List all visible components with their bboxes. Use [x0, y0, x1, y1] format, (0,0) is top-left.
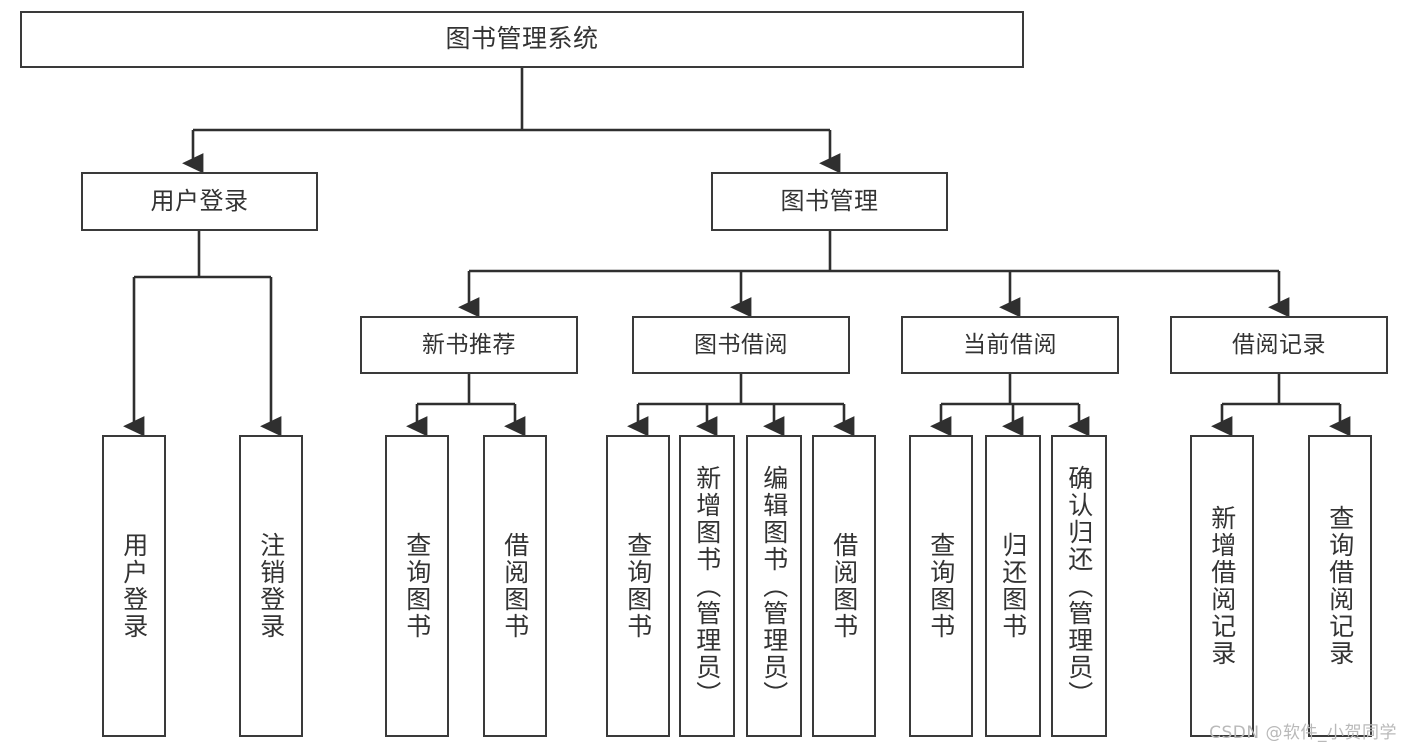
node-new-book-recommend[interactable]: 新书推荐 [360, 316, 578, 374]
leaf-query-borrow-record[interactable]: 查询借阅记录 [1308, 435, 1372, 737]
node-label: 注销登录 [256, 532, 286, 640]
node-label: 查询图书 [402, 532, 432, 640]
node-book-borrow[interactable]: 图书借阅 [632, 316, 850, 374]
leaf-edit-book-admin[interactable]: 编辑图书（管理员） [746, 435, 802, 737]
leaf-borrow-book[interactable]: 借阅图书 [812, 435, 876, 737]
node-user-login[interactable]: 用户登录 [81, 172, 318, 231]
node-label: 用户登录 [119, 532, 149, 640]
node-label: 借阅图书 [829, 532, 859, 640]
node-label: 归还图书 [998, 532, 1028, 640]
node-label: 借阅记录 [1232, 331, 1326, 358]
node-label: 用户登录 [150, 186, 249, 215]
node-label: 新增借阅记录 [1207, 505, 1237, 667]
leaf-query-book-recommend[interactable]: 查询图书 [385, 435, 449, 737]
node-current-borrow[interactable]: 当前借阅 [901, 316, 1119, 374]
node-label: 当前借阅 [963, 331, 1057, 358]
node-borrow-record[interactable]: 借阅记录 [1170, 316, 1388, 374]
node-label: 图书管理 [780, 186, 879, 215]
leaf-query-book-borrow[interactable]: 查询图书 [606, 435, 670, 737]
node-label: 确认归还（管理员） [1064, 464, 1094, 708]
csdn-watermark: CSDN @软件_小贺同学 [1209, 723, 1397, 743]
leaf-borrow-book-recommend[interactable]: 借阅图书 [483, 435, 547, 737]
leaf-add-book-admin[interactable]: 新增图书（管理员） [679, 435, 735, 737]
node-label: 查询借阅记录 [1325, 505, 1355, 667]
leaf-user-login[interactable]: 用户登录 [102, 435, 166, 737]
node-root-system[interactable]: 图书管理系统 [20, 11, 1024, 68]
leaf-return-book[interactable]: 归还图书 [985, 435, 1041, 737]
node-label: 图书管理系统 [445, 24, 599, 54]
node-label: 查询图书 [623, 532, 653, 640]
leaf-user-logout[interactable]: 注销登录 [239, 435, 303, 737]
leaf-add-borrow-record[interactable]: 新增借阅记录 [1190, 435, 1254, 737]
node-label: 图书借阅 [694, 331, 788, 358]
node-label: 编辑图书（管理员） [759, 464, 789, 708]
node-label: 查询图书 [926, 532, 956, 640]
node-label: 新增图书（管理员） [692, 464, 722, 708]
node-label: 新书推荐 [422, 331, 516, 358]
node-book-manage[interactable]: 图书管理 [711, 172, 948, 231]
leaf-confirm-return-admin[interactable]: 确认归还（管理员） [1051, 435, 1107, 737]
leaf-query-book-current[interactable]: 查询图书 [909, 435, 973, 737]
node-label: 借阅图书 [500, 532, 530, 640]
